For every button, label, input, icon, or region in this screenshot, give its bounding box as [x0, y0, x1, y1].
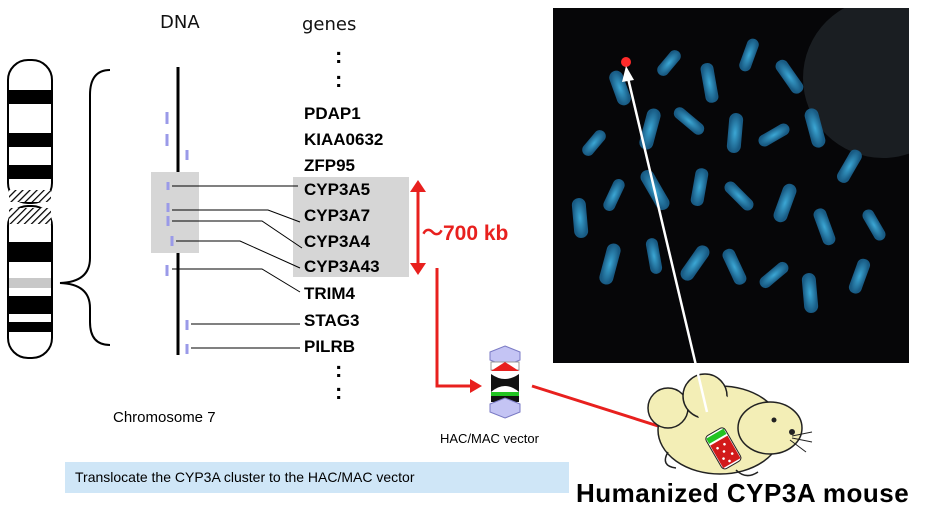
ellipsis-bottom-2: :: [335, 386, 342, 398]
humanized-mouse-title: Humanized CYP3A mouse: [576, 478, 909, 509]
gene-label: PDAP1: [304, 104, 361, 124]
ellipsis-bottom-1: :: [335, 364, 342, 376]
genes-header: genes: [302, 14, 356, 35]
gene-label: CYP3A4: [304, 232, 370, 252]
gene-label: CYP3A43: [304, 257, 380, 277]
chromosome-label: Chromosome 7: [113, 409, 216, 426]
dna-header: DNA: [160, 12, 200, 33]
gene-label: STAG3: [304, 311, 359, 331]
gene-label: KIAA0632: [304, 130, 383, 150]
ellipsis-top-2: :: [335, 74, 342, 86]
translocation-banner: Translocate the CYP3A cluster to the HAC…: [65, 462, 569, 493]
gene-label: TRIM4: [304, 284, 355, 304]
gene-label: CYP3A7: [304, 206, 370, 226]
vector-label: HAC/MAC vector: [440, 431, 539, 446]
gene-label: PILRB: [304, 337, 355, 357]
gene-label: CYP3A5: [304, 180, 370, 200]
span-size-label: ～700 kb: [422, 217, 508, 247]
ellipsis-top-1: :: [335, 50, 342, 62]
gene-label: ZFP95: [304, 156, 355, 176]
